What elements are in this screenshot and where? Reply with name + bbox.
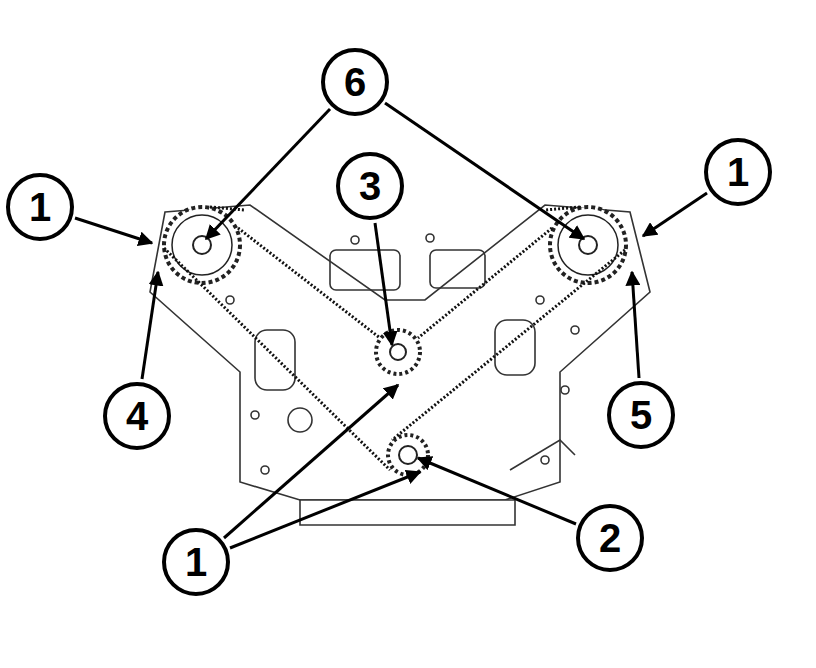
callout-circle: 2 (575, 503, 645, 573)
callout-number: 1 (161, 540, 231, 585)
callout-number: 5 (606, 393, 676, 438)
callout-circle: 1 (5, 172, 75, 242)
timing-chains (164, 207, 625, 470)
leader-lines (75, 103, 707, 548)
callout-number: 6 (320, 60, 390, 105)
callout-circle: 1 (703, 137, 773, 207)
callout-number: 1 (5, 185, 75, 230)
callout-number: 2 (575, 516, 645, 561)
callout-circle: 6 (320, 47, 390, 117)
callout-circle: 1 (161, 527, 231, 597)
callout-number: 1 (703, 150, 773, 195)
callout-circle: 4 (102, 381, 172, 451)
engine-block (150, 205, 650, 525)
callout-circle: 5 (606, 380, 676, 450)
callout-circle: 3 (335, 151, 405, 221)
callout-number: 4 (102, 394, 172, 439)
sprockets (164, 207, 626, 475)
callout-number: 3 (335, 164, 405, 209)
